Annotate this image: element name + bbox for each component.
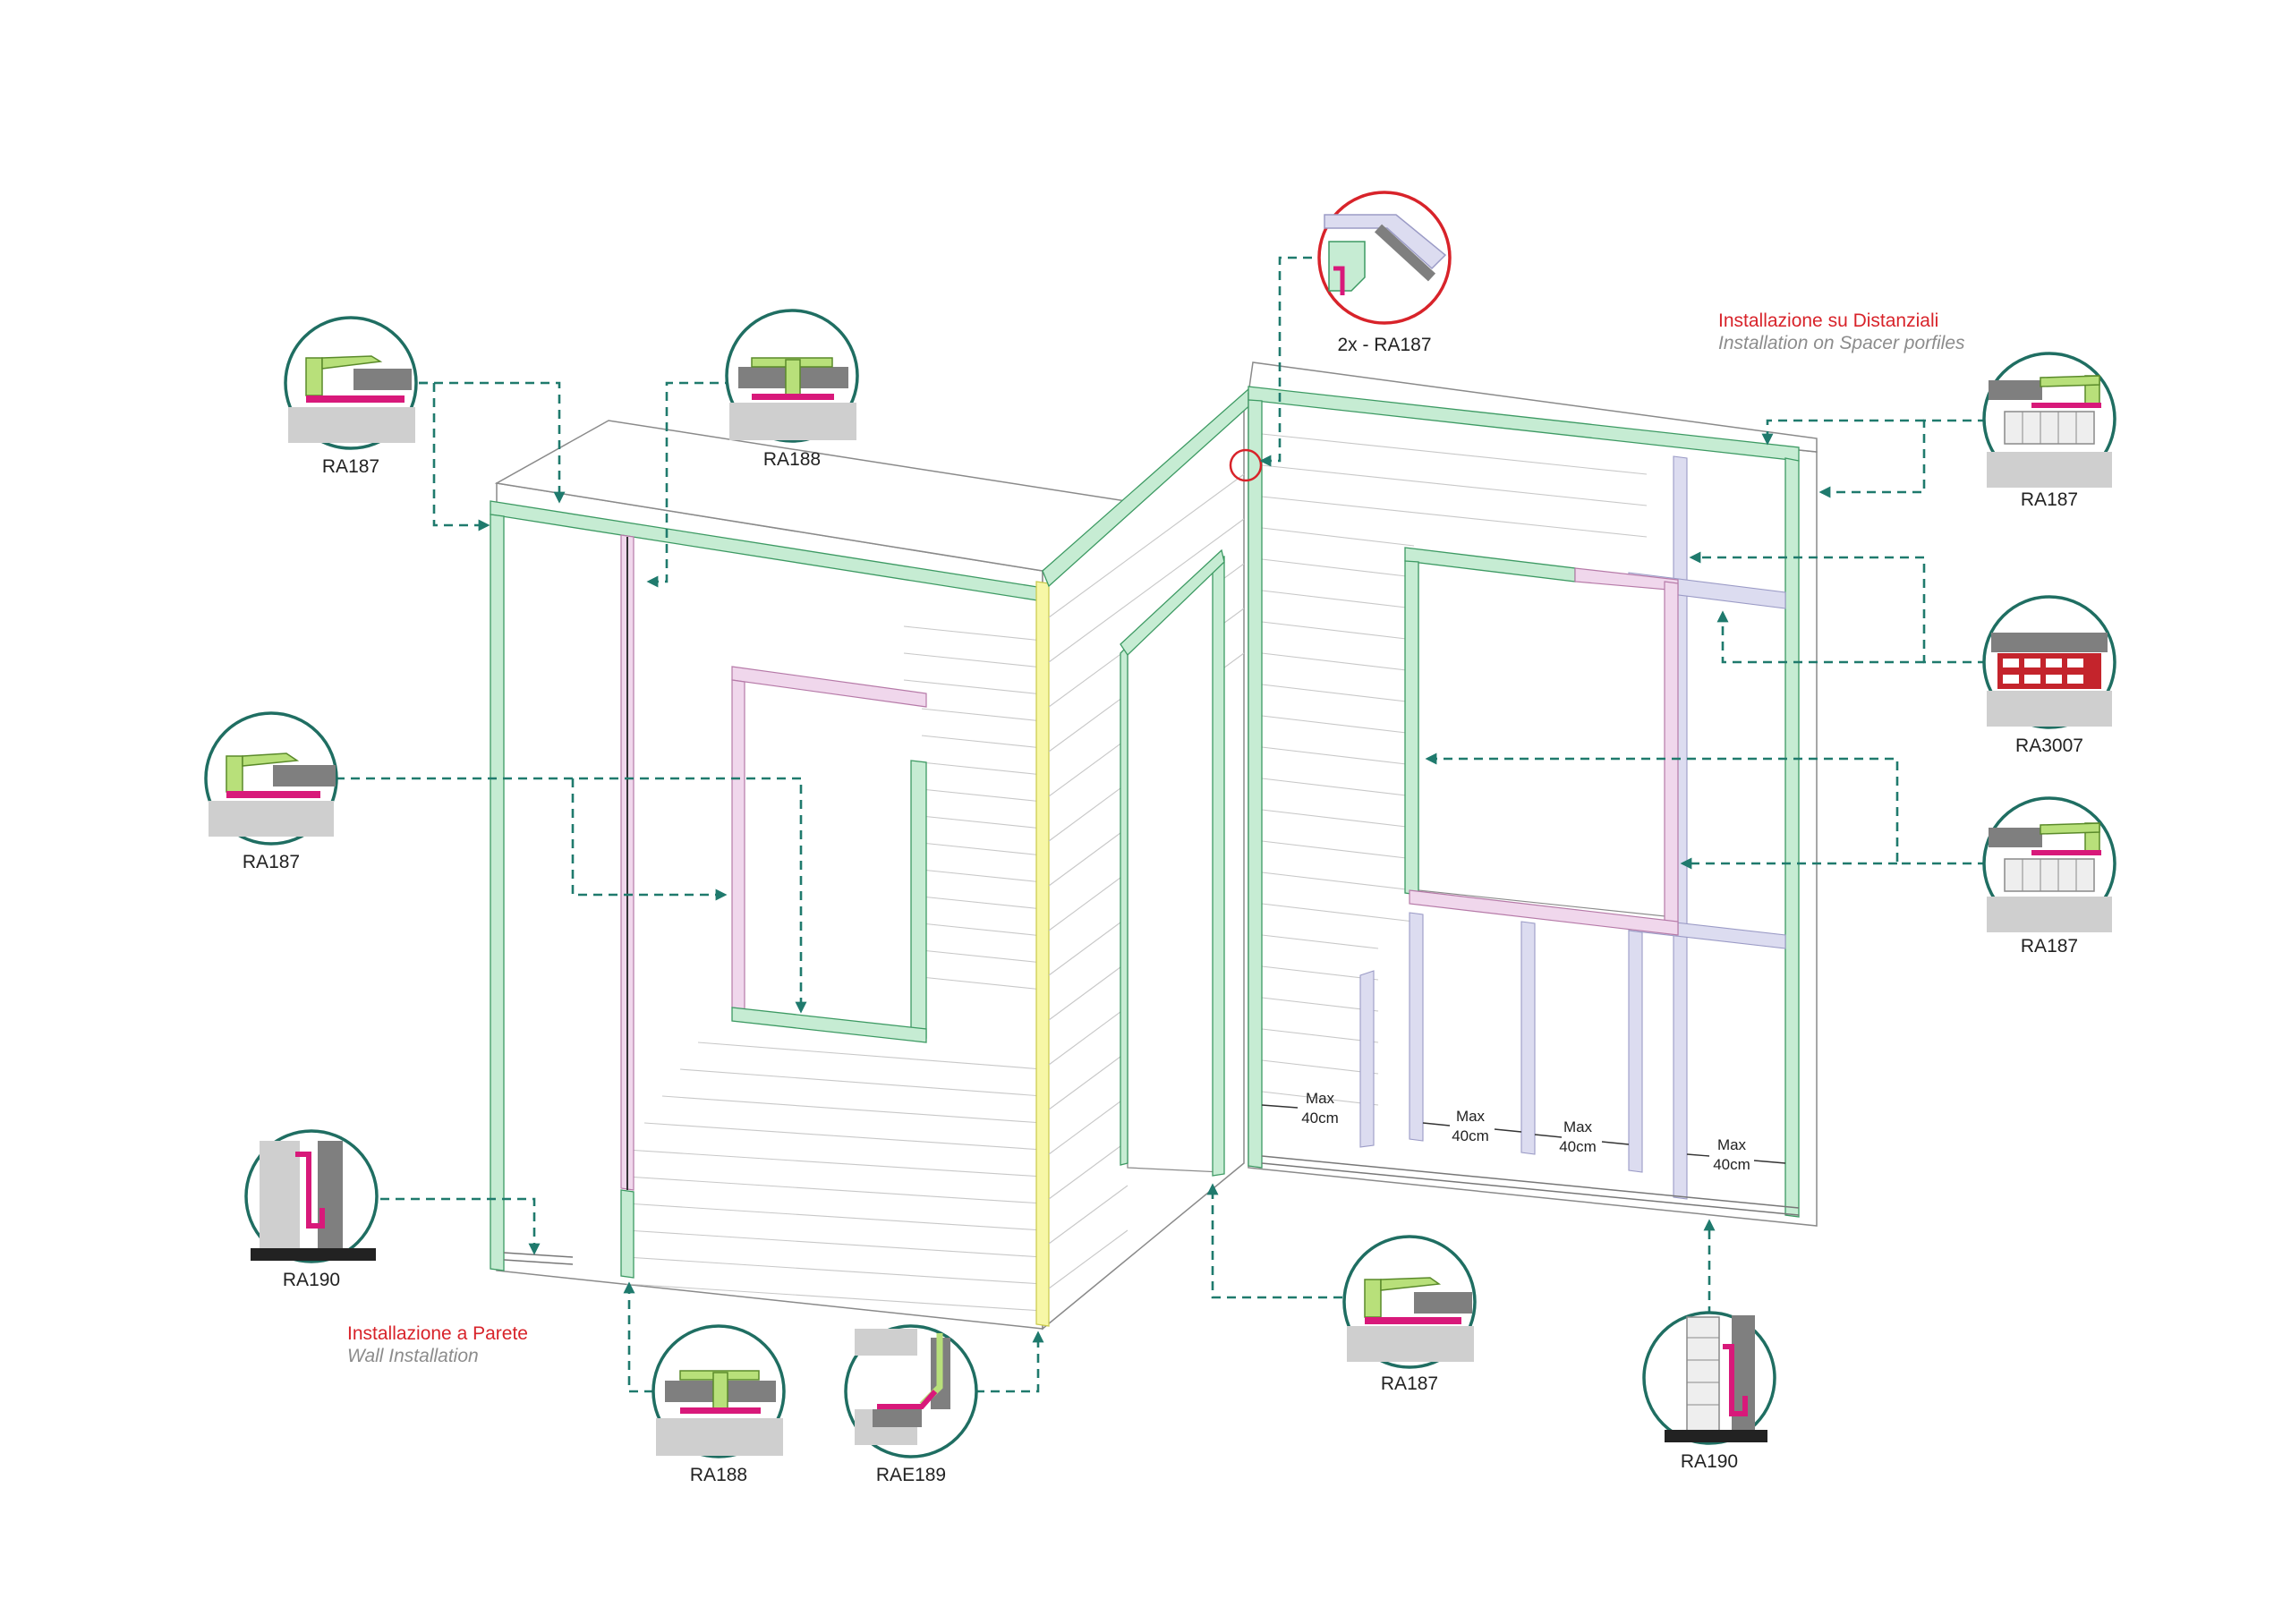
label-ra187-mid-left: RA187 — [243, 852, 300, 872]
spacing-max-2: Max — [1456, 1108, 1486, 1125]
inner-corner-profile — [1248, 399, 1263, 1169]
vertical-joint-lower — [620, 1189, 634, 1279]
label-ra187-top-left: RA187 — [322, 456, 379, 477]
spacing-labels: Max 40cm Max 40cm Max 40cm Max 40cm — [1301, 1090, 1750, 1173]
heading-wall-installation-en: Wall Installation — [347, 1346, 479, 1366]
callout-ra187-right-top — [1982, 352, 2116, 488]
left-window — [731, 666, 927, 1043]
left-edge-profile — [490, 514, 505, 1271]
callout-ra188-top — [725, 309, 859, 443]
spacing-max-1: Max — [1306, 1090, 1335, 1107]
spacing-dist-4: 40cm — [1713, 1156, 1750, 1173]
spacing-dimension-marks — [1261, 1104, 1786, 1164]
callout-ra187-top-left — [284, 316, 418, 450]
wall-board-lines — [626, 625, 1043, 1312]
callout-ra187-right-mid — [1982, 796, 2116, 932]
right-window — [1404, 547, 1679, 936]
spacing-max-4: Max — [1717, 1136, 1747, 1153]
callout-ra187-mid-left — [204, 711, 338, 846]
heading-spacer-installation-it: Installazione su Distanziali — [1718, 310, 1938, 331]
door-profile — [1120, 644, 1128, 1166]
label-ra187-right-top: RA187 — [2021, 489, 2078, 510]
right-wall-board-lines — [1261, 433, 1648, 1106]
label-ra3007: RA3007 — [2015, 735, 2083, 756]
callout-arrows — [336, 256, 1987, 1393]
spacing-dist-1: 40cm — [1301, 1110, 1339, 1127]
spacing-dist-2: 40cm — [1452, 1127, 1489, 1144]
outer-corner — [1035, 387, 1254, 1331]
label-ra187-bottom-center: RA187 — [1381, 1373, 1438, 1394]
spacing-max-3: Max — [1563, 1118, 1593, 1135]
label-rae189-bottom: RAE189 — [876, 1465, 946, 1485]
callout-corner-top — [1317, 191, 1452, 325]
callout-ra188-bottom — [652, 1324, 786, 1458]
label-ra190-left: RA190 — [283, 1270, 340, 1290]
callout-ra190-left — [244, 1129, 379, 1263]
heading-spacer-installation-en: Installation on Spacer porfiles — [1718, 333, 1965, 353]
right-wall — [1229, 361, 1818, 1227]
label-corner-top: 2x - RA187 — [1337, 335, 1431, 355]
left-wall — [490, 420, 1157, 1330]
label-ra188-bottom: RA188 — [690, 1465, 747, 1485]
callout-ra3007 — [1982, 595, 2116, 729]
spacing-dist-3: 40cm — [1559, 1138, 1597, 1155]
callout-rae189-bottom — [844, 1324, 978, 1458]
label-ra187-right-mid: RA187 — [2021, 936, 2078, 957]
label-ra188-top: RA188 — [763, 449, 821, 470]
label-ra190-right: RA190 — [1681, 1451, 1738, 1472]
callout-ra187-bottom-center — [1342, 1235, 1477, 1369]
callout-ra190-right — [1642, 1311, 1776, 1445]
right-edge-profile — [1784, 457, 1800, 1218]
outer-corner-profile — [1035, 581, 1050, 1327]
heading-wall-installation-it: Installazione a Parete — [347, 1323, 528, 1344]
